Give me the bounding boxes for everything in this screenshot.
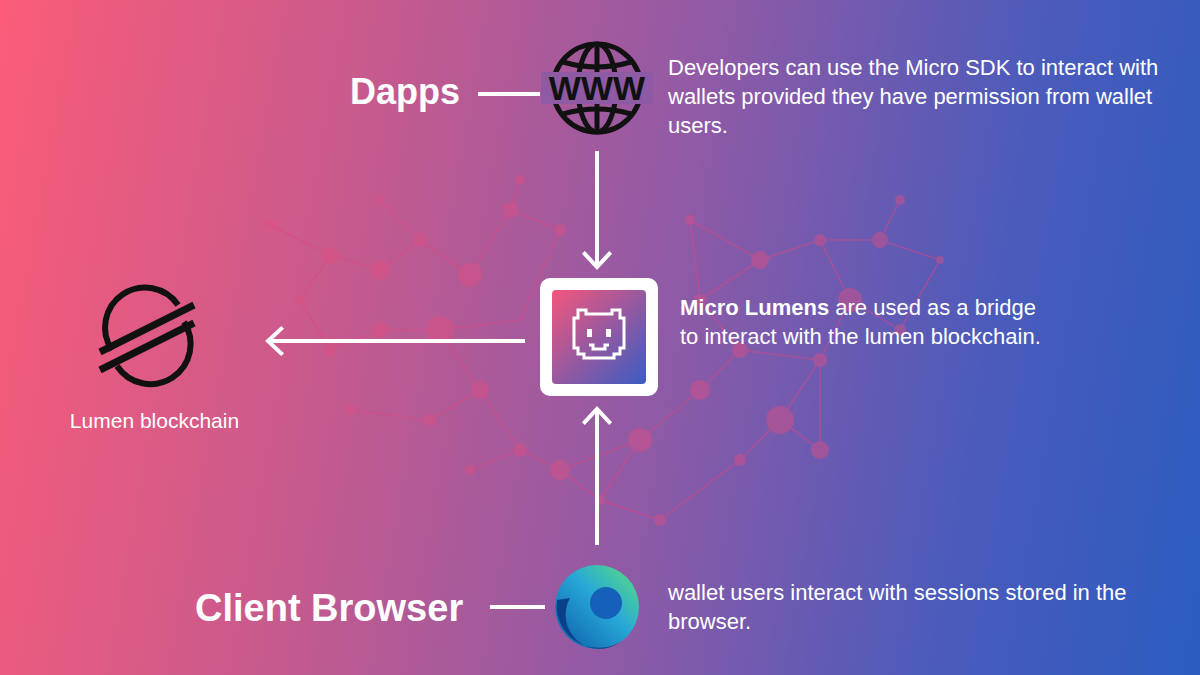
network-dot xyxy=(872,232,888,248)
logo-fill xyxy=(552,290,646,384)
node-label: Lumen blockchain xyxy=(52,408,257,434)
node-title: Client Browser xyxy=(195,587,485,629)
logo-mouth xyxy=(589,345,609,349)
stellar-bar xyxy=(100,323,194,370)
network-dot xyxy=(264,219,276,231)
browser-logo-disc xyxy=(555,565,639,649)
network-lines xyxy=(270,180,940,520)
browser-logo-core xyxy=(590,587,622,619)
title-dash xyxy=(478,92,540,96)
diagram-node: DappsDevelopers can use the Micro SDK to… xyxy=(345,48,1175,136)
title-dash xyxy=(490,605,545,609)
network-dot xyxy=(471,381,489,399)
stellar-logo xyxy=(100,288,194,384)
network-dot xyxy=(550,460,570,480)
network-dot xyxy=(811,441,829,459)
network-dot xyxy=(324,344,336,356)
network-dot xyxy=(734,454,746,466)
network-dot xyxy=(413,233,427,247)
network-dot xyxy=(372,322,388,338)
network-dot xyxy=(814,234,826,246)
arrow-head xyxy=(585,254,610,267)
network-dot xyxy=(502,202,518,218)
browser-logo xyxy=(555,565,639,649)
logo-eye xyxy=(606,329,611,337)
connector-line xyxy=(595,151,599,267)
network-dot xyxy=(458,263,482,287)
network-dot xyxy=(424,414,436,426)
node-paragraph: Micro Lumensare used as a bridge to inte… xyxy=(680,293,1055,351)
network-dot xyxy=(465,465,475,475)
logo-eye xyxy=(587,329,592,337)
network-dot xyxy=(654,514,666,526)
connector-arrow xyxy=(268,329,525,354)
network-dot xyxy=(813,353,827,367)
diagram-node: Client Browser wallet users interact with… xyxy=(190,560,1170,655)
network-dot xyxy=(685,215,695,225)
network-dot xyxy=(554,224,566,236)
stellar-ring xyxy=(105,288,191,384)
network-dot xyxy=(345,405,355,415)
node-description: wallet users interact with sessions stor… xyxy=(668,578,1163,636)
network-dot xyxy=(515,175,525,185)
connector-arrow xyxy=(585,409,610,545)
arrow-head xyxy=(268,329,281,354)
diagram-node: Micro Lumensare used as a bridge to inte… xyxy=(540,278,1060,398)
network-dot xyxy=(628,428,652,452)
node-title: Dapps xyxy=(350,72,480,112)
node-description: Developers can use the Micro SDK to inte… xyxy=(668,53,1173,140)
logo-face xyxy=(574,310,624,358)
network-dot xyxy=(370,260,390,280)
node-title: Micro Lumens xyxy=(680,295,829,320)
network-dot xyxy=(895,195,905,205)
network-dot xyxy=(513,443,527,457)
network-dot xyxy=(295,295,305,305)
logo-frame xyxy=(540,278,658,396)
arrow-head xyxy=(585,409,610,422)
network-dot xyxy=(376,196,384,204)
connector-line xyxy=(268,339,525,343)
globe-label: WWW xyxy=(543,70,651,106)
network-dot xyxy=(321,246,339,264)
connector-line xyxy=(595,409,599,545)
network-dot xyxy=(936,256,944,264)
network-dot xyxy=(766,406,794,434)
network-dot xyxy=(751,251,769,269)
diagram-node: Lumen blockchain xyxy=(52,292,257,434)
connector-arrow xyxy=(585,151,610,267)
network-dot xyxy=(690,380,710,400)
network-backdrop xyxy=(264,175,944,526)
